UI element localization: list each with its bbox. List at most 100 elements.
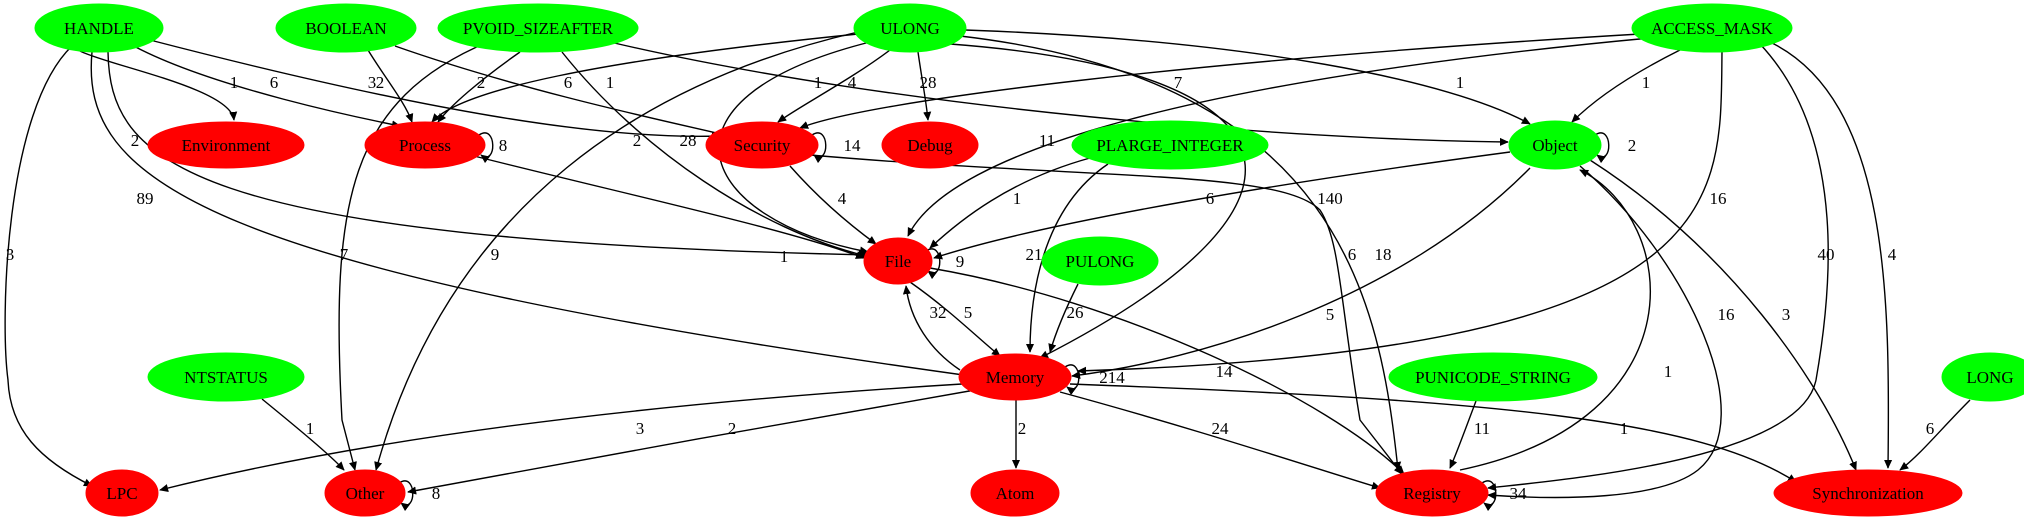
edge-weight-label: 8 [499,136,508,155]
edge-weight-label: 89 [137,189,154,208]
edge-line [107,51,871,259]
node-label: PUNICODE_STRING [1415,368,1571,387]
edge-line [1481,480,1497,512]
edge-weight-label: 18 [1375,245,1392,264]
edge-memory-to-atom: 2 [1011,400,1026,469]
node-pulong[interactable]: PULONG [1041,236,1159,286]
edge-pvoid_sizeafter-to-process: 2 [437,51,521,123]
node-object[interactable]: Object [1508,120,1602,170]
node-long[interactable]: LONG [1941,352,2024,402]
node-lpc[interactable]: LPC [85,469,159,517]
edge-line [374,31,859,471]
edge-line [1899,399,1971,471]
node-access-mask[interactable]: ACCESS_MASK [1631,3,1793,53]
node-shape [970,469,1060,517]
node-label: HANDLE [64,19,134,38]
edge-plarge_integer-to-file: 1 [929,157,1091,249]
edge-line [1594,132,1610,164]
node-registry[interactable]: Registry [1375,469,1489,517]
edge-line [1048,283,1079,353]
node-shape [324,469,406,517]
edge-pvoid_sizeafter-to-file: 2 [561,51,867,258]
node-process[interactable]: Process [364,121,486,169]
node-boolean[interactable]: BOOLEAN [275,3,417,53]
edge-punicode_string-to-registry: 11 [1449,400,1490,469]
edge-line [1769,41,1893,469]
edge-ulong-to-memory: 140 [949,43,1343,359]
edge-weight-label: 40 [1818,245,1835,264]
node-punicode-string[interactable]: PUNICODE_STRING [1388,352,1598,402]
edge-line [964,29,1531,125]
edge-weight-label: 1 [606,73,615,92]
node-shape [1375,469,1489,517]
node-ntstatus[interactable]: NTSTATUS [147,352,305,402]
node-label: BOOLEAN [305,19,386,38]
edge-access_mask-to-object: 1 [1571,49,1681,123]
edge-access_mask-to-file: 11 [907,37,1651,237]
edge-access_mask-to-security: 7 [799,33,1641,129]
node-security[interactable]: Security [705,121,819,169]
edge-weight-label: 4 [848,73,857,92]
edge-weight-label: 11 [1039,131,1055,150]
edge-weight-label: 1 [230,73,239,92]
edge-line [469,154,865,259]
edge-weight-label: 2 [376,73,385,92]
node-label: PULONG [1066,252,1135,271]
edge-weight-label: 1 [780,247,789,266]
edge-registry-to-registry: 34 [1481,480,1527,512]
edge-weight-label: 2 [477,73,486,92]
edge-line [1589,159,1857,471]
node-environment[interactable]: Environment [147,121,305,169]
node-synchronization[interactable]: Synchronization [1773,469,1963,517]
node-memory[interactable]: Memory [958,353,1072,401]
node-handle[interactable]: HANDLE [34,3,164,53]
node-pvoid-sizeafter[interactable]: PVOID_SIZEAFTER [437,3,639,53]
edge-line [929,267,1405,475]
node-label: PLARGE_INTEGER [1096,136,1244,155]
node-label: LONG [1966,368,2013,387]
edge-line [925,248,941,280]
edge-ulong-to-other: 9 [374,31,859,471]
edge-weight-label: 28 [680,131,697,150]
edge-boolean-to-process: 2 [367,49,414,123]
node-plarge-integer[interactable]: PLARGE_INTEGER [1071,120,1269,170]
edge-line [917,51,932,121]
node-shape [364,121,486,169]
node-atom[interactable]: Atom [970,469,1060,517]
edge-weight-label: 21 [1026,245,1043,264]
edge-file-to-memory: 5 [909,281,1001,357]
edge-process-to-process: 8 [478,132,508,164]
edge-weight-label: 1 [1013,189,1022,208]
edge-object-to-synchronization: 3 [1589,159,1857,471]
edge-long-to-synchronization: 6 [1899,399,1971,471]
edge-line [398,480,414,512]
edge-memory-to-lpc: 3 [159,383,963,492]
edge-line [437,51,521,123]
edge-ulong-to-object: 1 [964,29,1531,125]
edge-weight-label: 24 [1212,419,1230,438]
edge-registry-to-object: 1 [1459,169,1672,471]
edge-pulong-to-memory: 26 [1048,283,1084,353]
edge-pvoid_sizeafter-to-object: 1 [609,41,1509,146]
edge-line [1064,364,1080,396]
edge-object-to-memory: 6 [1071,167,1531,380]
node-shape [275,3,417,53]
edge-security-to-file: 4 [789,165,877,245]
edge-weight-label: 16 [1718,305,1735,324]
node-ulong[interactable]: ULONG [853,3,967,53]
node-label: Memory [986,368,1045,387]
edge-weight-label: 1 [1642,73,1651,92]
edge-weight-label: 9 [956,252,965,271]
node-debug[interactable]: Debug [881,121,979,169]
edge-weight-label: 3 [368,73,377,92]
node-other[interactable]: Other [324,469,406,517]
node-label: ULONG [880,19,940,38]
edge-weight-label: 3 [1782,305,1791,324]
edge-weight-label: 1 [1620,419,1629,438]
node-file[interactable]: File [863,237,933,285]
edge-weight-label: 214 [1099,368,1125,387]
edge-weight-label: 140 [1317,189,1343,208]
node-shape [1773,469,1963,517]
